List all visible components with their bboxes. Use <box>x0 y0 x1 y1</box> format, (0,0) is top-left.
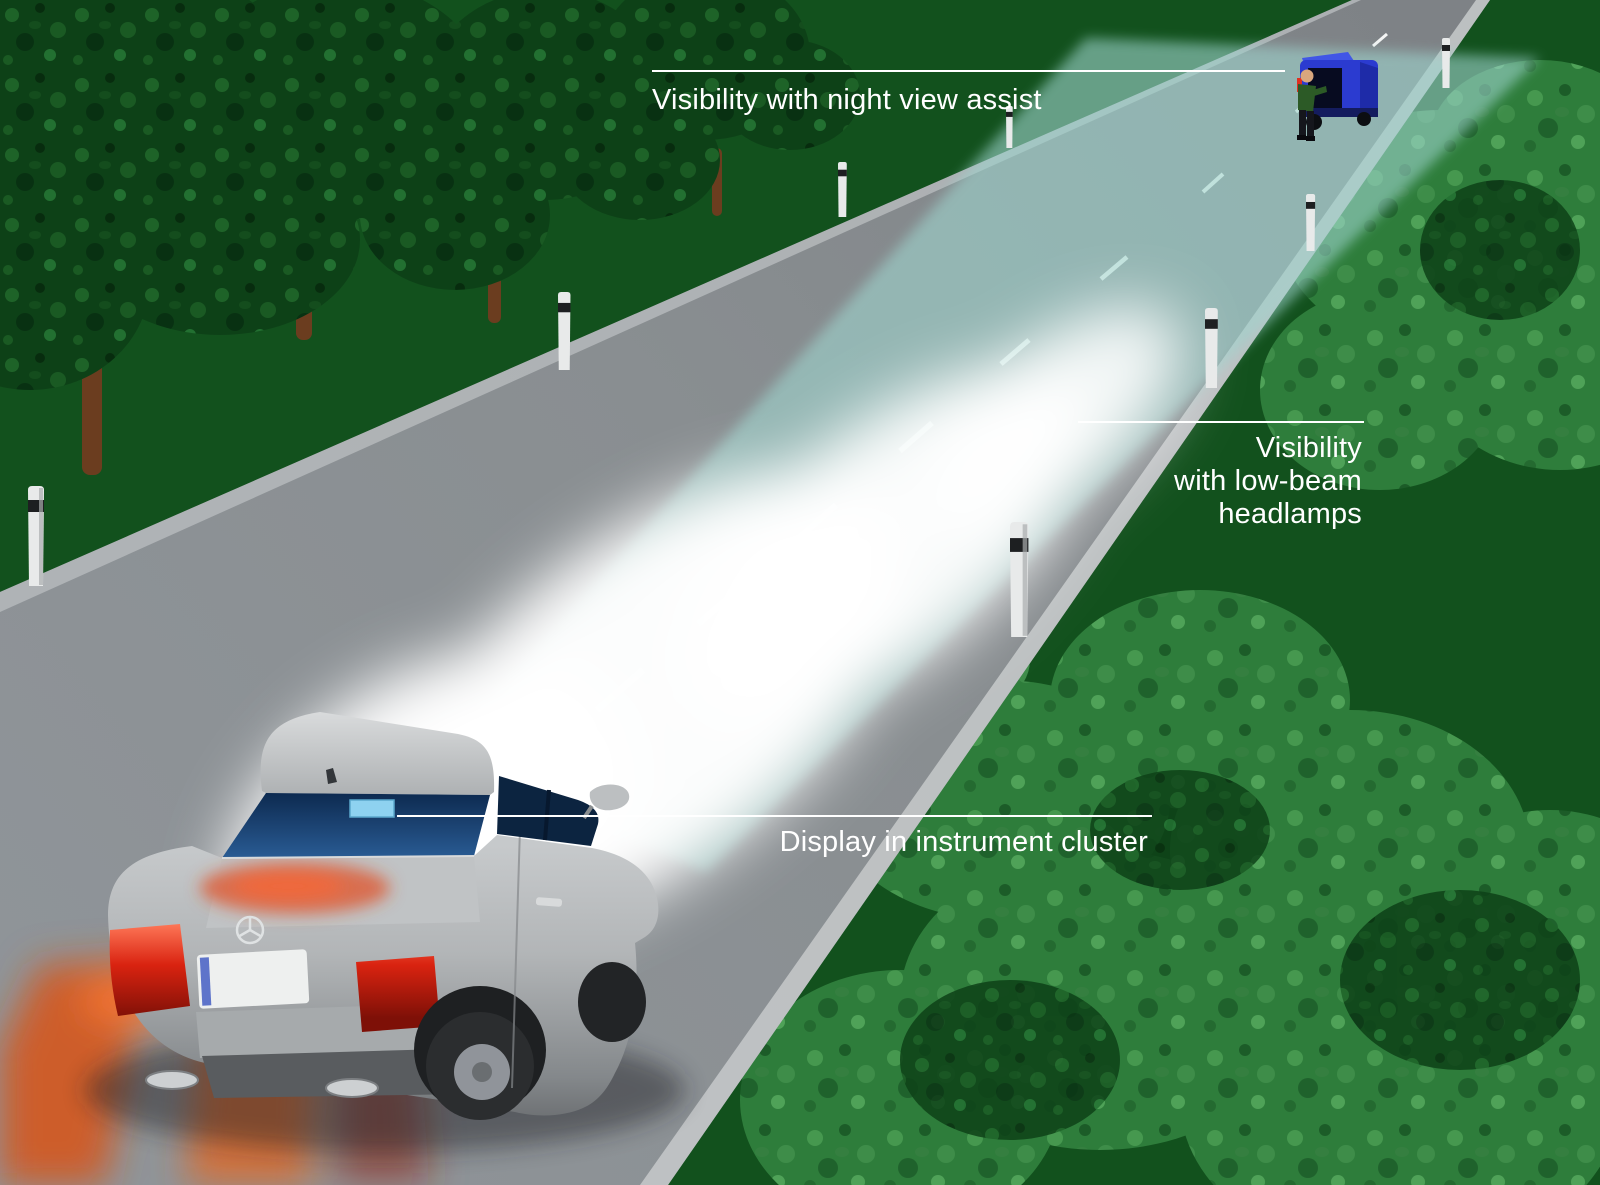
exhaust-tip-right <box>325 1078 379 1098</box>
taillight-right <box>356 956 440 1032</box>
window-trim <box>221 855 475 859</box>
night-view-display-screen <box>349 799 395 818</box>
pedestrian-arm <box>1313 86 1327 96</box>
guide-post <box>558 292 571 370</box>
leader-line-display <box>397 815 1152 817</box>
mercedes-star-icon <box>235 915 265 945</box>
tree-canopies <box>0 0 860 390</box>
label-low-beam-line1: Visibility <box>1255 432 1362 464</box>
car-roof <box>260 712 495 795</box>
label-night-view-assist: Visibility with night view assist <box>652 84 1042 116</box>
label-low-beam-line3: headlamps <box>1218 498 1362 530</box>
parked-van <box>1297 52 1378 141</box>
guide-post <box>28 486 44 586</box>
door-handle <box>535 897 563 907</box>
rear-wheel <box>414 986 546 1120</box>
bushes-right <box>740 60 1600 1185</box>
pedestrian-leg <box>1299 110 1306 136</box>
rear-window <box>222 793 490 858</box>
leader-line-low-beam <box>1078 421 1364 423</box>
label-low-beam-line2: with low-beam <box>1174 465 1362 497</box>
pedestrian-shoe <box>1297 135 1306 140</box>
guide-post <box>1205 308 1218 388</box>
guide-post <box>1442 38 1450 88</box>
door-seam <box>511 827 521 1089</box>
pedestrian <box>1297 69 1327 141</box>
van-wheel <box>1357 112 1371 126</box>
pedestrian-torso <box>1298 84 1316 112</box>
pedestrian-leg <box>1307 111 1314 137</box>
mercedes-car <box>108 712 659 1120</box>
front-wheel <box>578 962 646 1042</box>
guide-post <box>838 162 847 217</box>
pedestrian-shoe <box>1306 136 1315 141</box>
label-low-beam: Visibility with low-beam headlamps <box>1174 432 1362 531</box>
van-side <box>1360 62 1378 116</box>
car-underbody <box>202 1048 478 1098</box>
license-plate <box>196 949 310 1009</box>
brake-light-glow <box>200 862 390 914</box>
roof-antenna <box>326 768 337 784</box>
guide-post <box>1006 106 1013 148</box>
forest-top-left <box>0 0 860 475</box>
guide-posts <box>28 38 1450 637</box>
guide-post <box>1306 194 1316 251</box>
guide-post <box>1010 522 1029 637</box>
exhaust-tip-left <box>145 1070 199 1090</box>
taillight-left <box>109 924 190 1016</box>
pedestrian-head <box>1300 69 1314 83</box>
leader-line-night-view <box>652 70 1285 72</box>
label-display-cluster: Display in instrument cluster <box>779 826 1148 858</box>
van-bumper <box>1300 108 1378 117</box>
